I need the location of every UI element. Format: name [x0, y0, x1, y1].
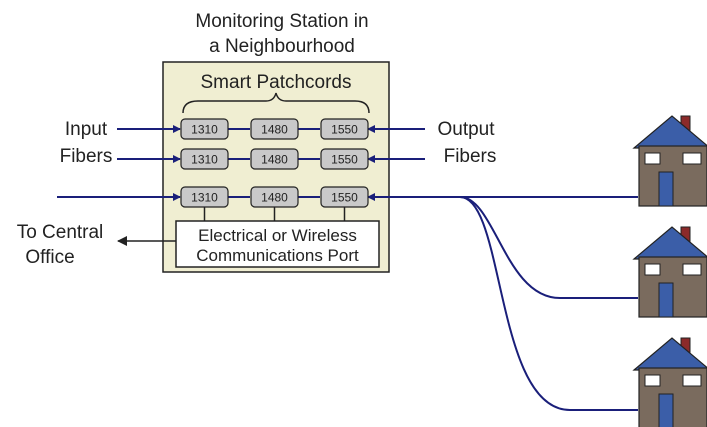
fiber-to-house-2: [459, 196, 638, 299]
wavelength-label: 1550: [331, 191, 358, 205]
door: [658, 282, 674, 318]
roof: [632, 226, 707, 260]
patchcord-row-2: 1310 1480 1550: [180, 148, 369, 170]
house-3: [632, 337, 707, 427]
wavelength-label: 1480: [261, 191, 288, 205]
patchcord-chip: [250, 118, 299, 140]
input-label-line2: Fibers: [60, 146, 113, 167]
output-label-line1: Output: [437, 119, 495, 140]
port-label-line2: Communications Port: [196, 246, 359, 265]
window: [682, 152, 702, 165]
fiber-to-house-3: [459, 196, 638, 411]
wavelength-label: 1310: [191, 191, 218, 205]
input-label-line1: Input: [65, 119, 108, 140]
station-title-line1: Monitoring Station in: [195, 11, 368, 32]
output-label-line2: Fibers: [444, 146, 497, 167]
patchcord-chip: [320, 148, 369, 170]
port-label-line1: Electrical or Wireless: [198, 226, 357, 245]
patchcord-chip: [320, 118, 369, 140]
house-1: [632, 115, 707, 207]
window: [682, 374, 702, 387]
house-2: [632, 226, 707, 318]
wavelength-label: 1550: [331, 123, 358, 137]
window: [682, 263, 702, 276]
wavelength-label: 1480: [261, 123, 288, 137]
window: [644, 263, 661, 276]
patchcord-chip: [180, 148, 229, 170]
window: [644, 152, 661, 165]
patchcord-chip: [250, 148, 299, 170]
output-fibers: [367, 125, 638, 411]
patchcords-brace: [182, 92, 370, 114]
door: [658, 393, 674, 427]
roof: [632, 115, 707, 149]
window: [644, 374, 661, 387]
door: [658, 171, 674, 207]
roof: [632, 337, 707, 371]
wavelength-label: 1480: [261, 153, 288, 167]
wavelength-label: 1310: [191, 153, 218, 167]
central-office-label-line1: To Central: [17, 222, 104, 243]
patchcord-row-1: 1310 1480 1550: [180, 118, 369, 140]
patchcord-row-3: 1310 1480 1550: [180, 186, 369, 208]
patchcords-label: Smart Patchcords: [201, 72, 352, 93]
station-title-line2: a Neighbourhood: [209, 36, 355, 57]
wavelength-label: 1550: [331, 153, 358, 167]
input-fibers: [57, 125, 181, 201]
communications-port-box: [175, 220, 380, 268]
patchcord-links: [228, 128, 320, 198]
patchcord-chip: [180, 118, 229, 140]
central-office-label-line2: Office: [25, 247, 74, 268]
port-connections: [203, 207, 346, 221]
wavelength-label: 1310: [191, 123, 218, 137]
